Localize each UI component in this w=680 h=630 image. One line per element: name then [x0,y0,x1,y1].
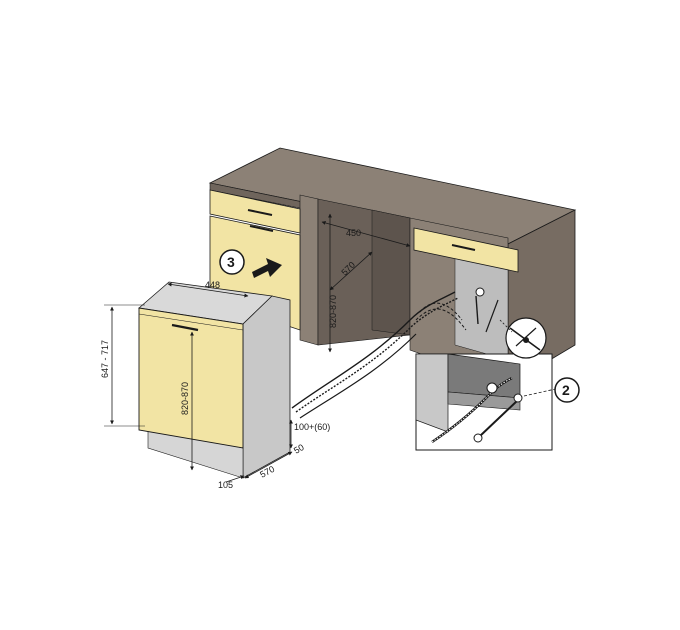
dishwasher-appliance [138,281,291,479]
plinth-50-label: 50 [292,442,306,456]
appliance-height-label: 820-870 [180,382,190,415]
step-3-marker: 3 [219,249,282,278]
magnifier-detail [499,317,547,359]
insert-arrow-icon [252,258,282,278]
niche-height-label: 820-870 [328,295,338,328]
hoses [291,287,499,419]
dishwasher-side [242,295,291,479]
niche-width-label: 450 [346,228,361,238]
step-3-label: 3 [227,254,235,270]
toe-105-label: 105 [218,480,233,490]
width-448-label: 448 [205,280,220,290]
panel-height-label: 647 - 717 [100,340,110,378]
step-2-label: 2 [562,382,570,398]
plinth-100-60-label: 100+(60) [294,422,330,432]
right-drawer [413,227,519,273]
connection-detail-inset [415,353,561,451]
left-cabinet-body [299,194,319,346]
step-2-marker: 2 [554,377,580,403]
